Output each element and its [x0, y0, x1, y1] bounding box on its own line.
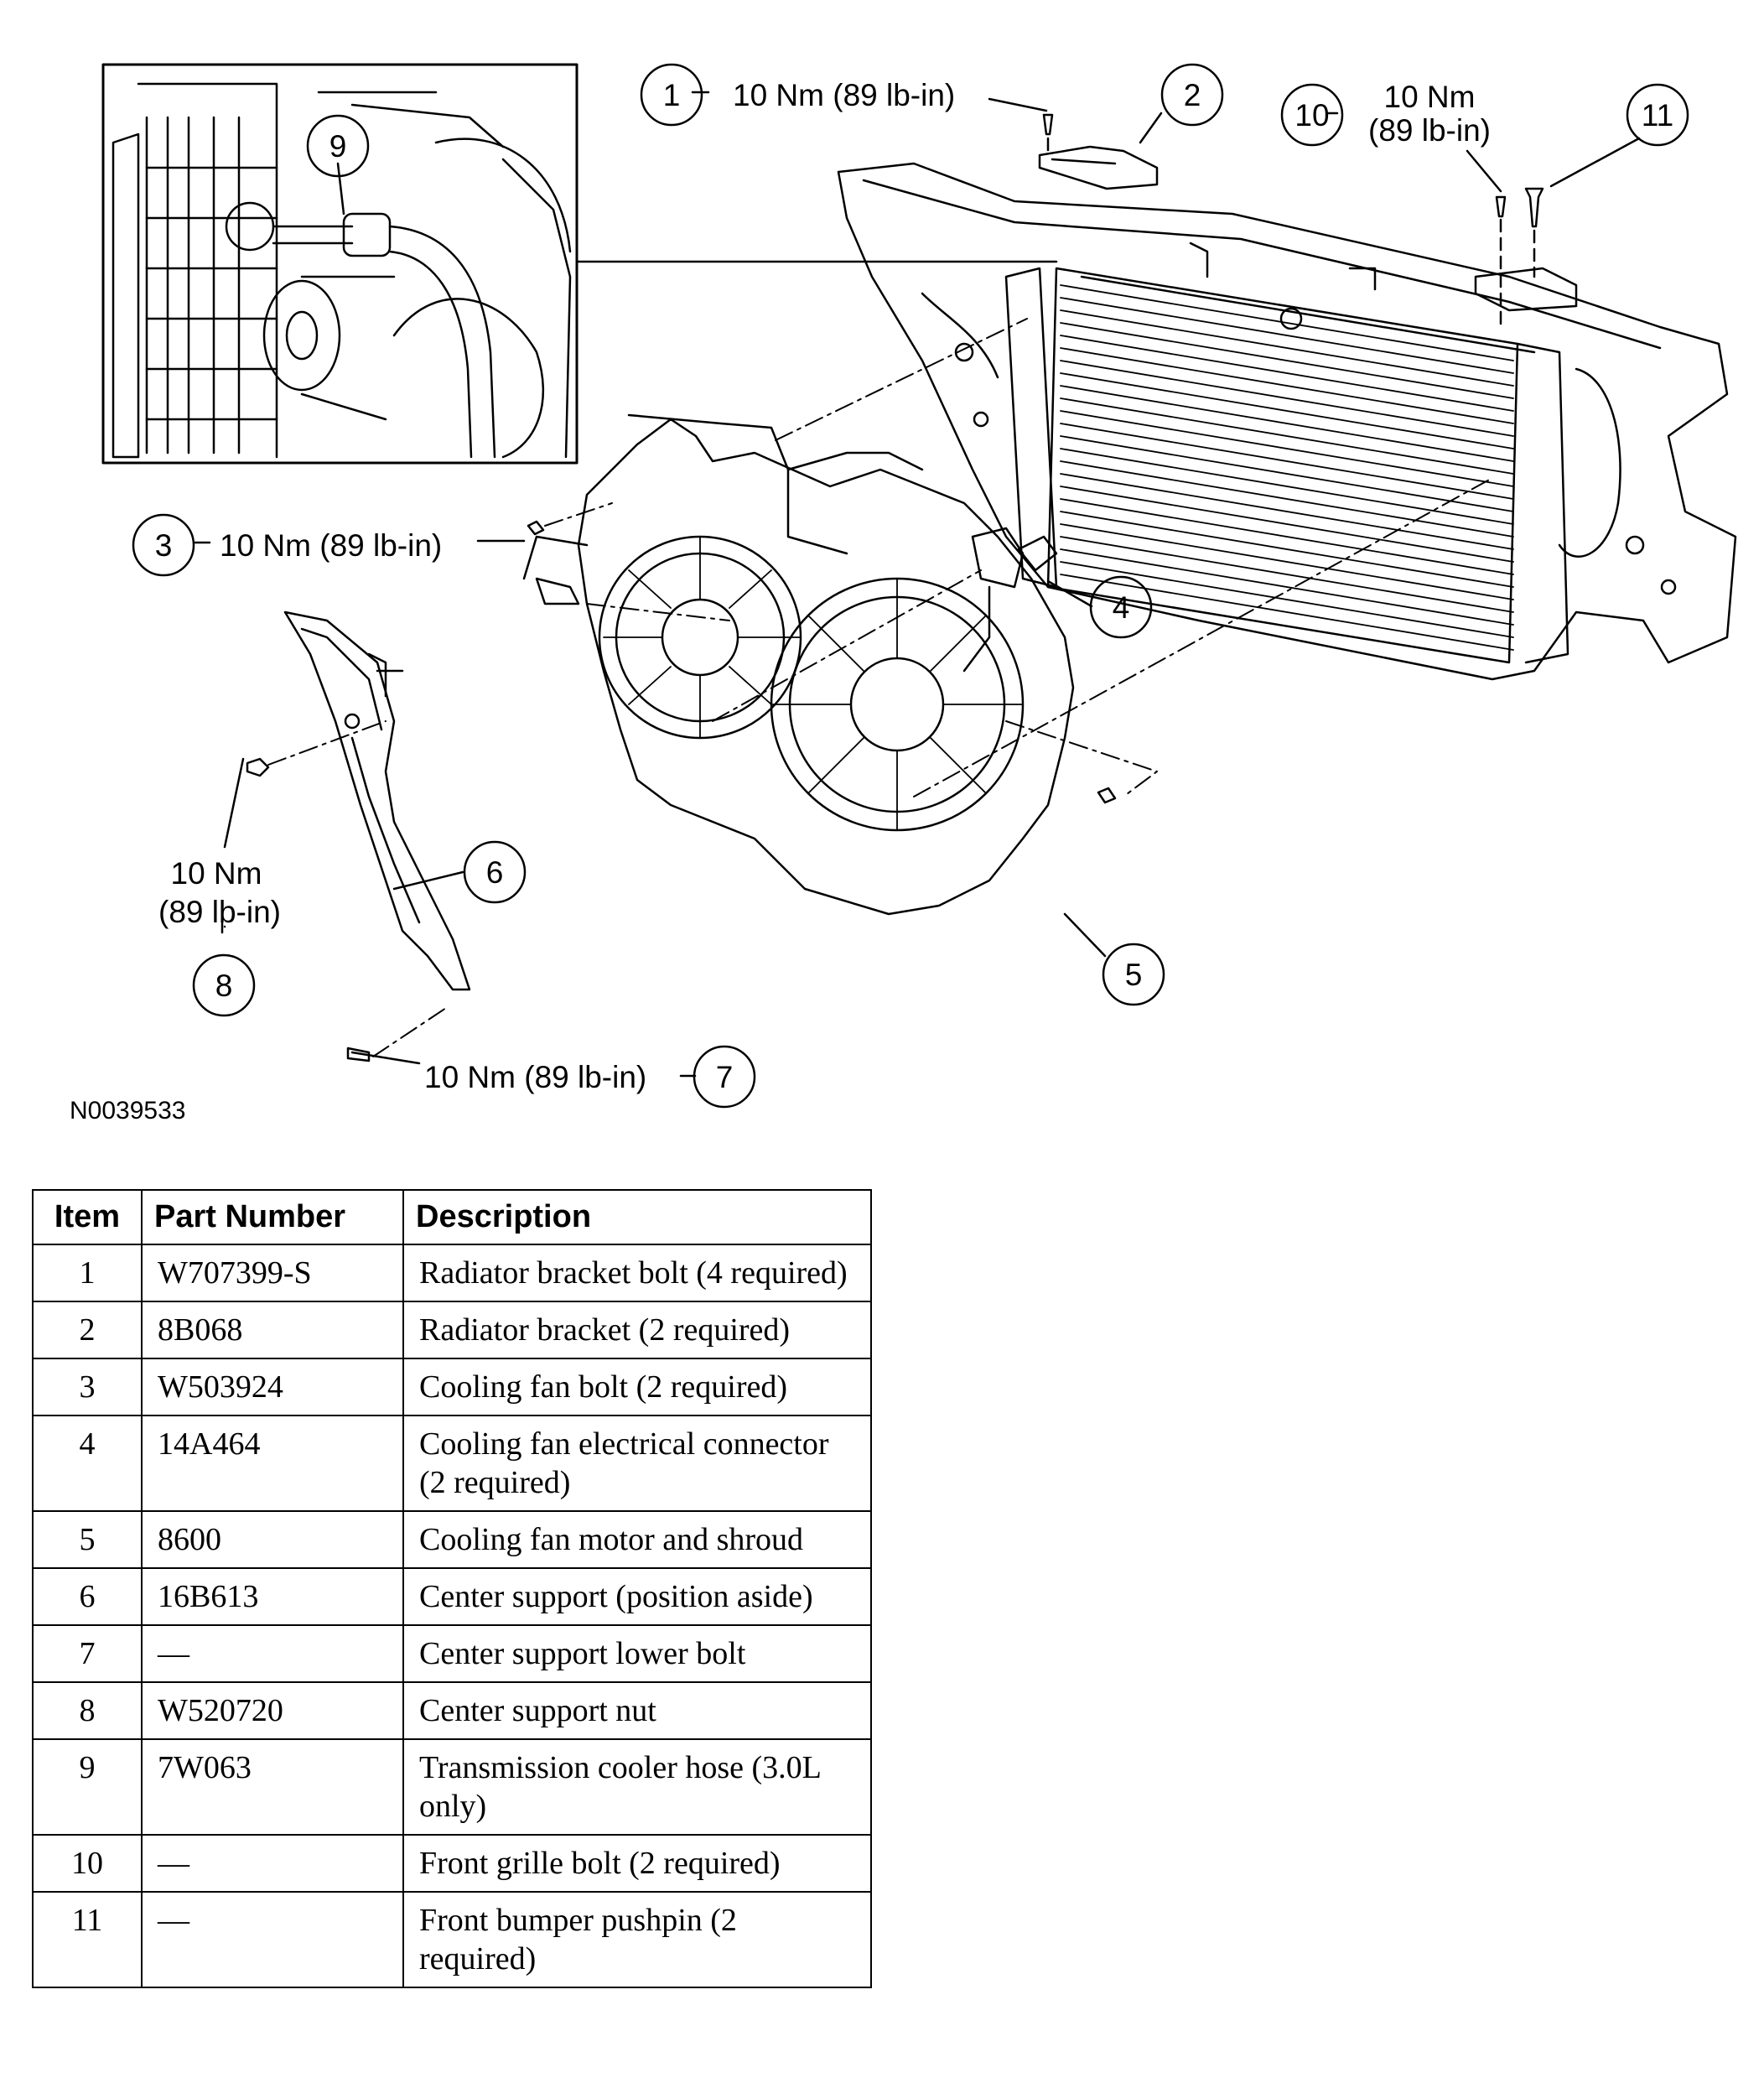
cell-item: 7 [32, 1624, 143, 1683]
callout-1-number: 1 [663, 78, 681, 112]
exploded-view-diagram: 1 2 3 4 5 6 7 8 9 10 11 10 Nm (89 lb-in)… [70, 63, 1737, 1125]
cooling-fan-bolt [527, 520, 545, 536]
grille-bracket [1474, 267, 1578, 312]
center-support-nut [246, 757, 270, 777]
cell-description: Center support nut [402, 1681, 872, 1740]
front-bumper-pushpin [1524, 187, 1544, 228]
callout-7-torque: 10 Nm (89 lb-in) [424, 1060, 646, 1094]
table-row: 4 14A464 Cooling fan electrical connecto… [32, 1415, 872, 1512]
table-row: 1 W707399-S Radiator bracket bolt (4 req… [32, 1244, 872, 1302]
callout-8-torque-line1: 10 Nm [171, 856, 262, 891]
cell-description: Center support (position aside) [402, 1567, 872, 1626]
table-row: 9 7W063 Transmission cooler hose (3.0L o… [32, 1738, 872, 1836]
cell-part-number: W707399-S [141, 1244, 404, 1302]
radiator-bracket [1038, 145, 1159, 190]
radiator-support-assembly [837, 162, 1737, 681]
callout-5-number: 5 [1125, 958, 1143, 992]
callout-4-number: 4 [1113, 590, 1130, 625]
cooling-fan-bolt-2 [1097, 787, 1117, 804]
callout-10-torque-line2: (89 lb-in) [1368, 113, 1491, 148]
cell-description: Center support lower bolt [402, 1624, 872, 1683]
cell-description: Front bumper pushpin (2 required) [402, 1891, 872, 1988]
callout-11-number: 11 [1642, 98, 1673, 132]
cell-item: 11 [32, 1891, 143, 1988]
table-row: 5 8600 Cooling fan motor and shroud [32, 1510, 872, 1569]
callout-7-number: 7 [716, 1060, 734, 1094]
cell-part-number: 7W063 [141, 1738, 404, 1836]
cell-part-number: 14A464 [141, 1415, 404, 1512]
radiator-bracket-bolt [1042, 113, 1054, 136]
table-row: 10 — Front grille bolt (2 required) [32, 1834, 872, 1893]
table-header-row: Item Part Number Description [32, 1189, 872, 1245]
table-row: 7 — Center support lower bolt [32, 1624, 872, 1683]
cell-part-number: W503924 [141, 1358, 404, 1416]
callout-leaders [194, 91, 1641, 1078]
cell-item: 5 [32, 1510, 143, 1569]
detail-inset [101, 63, 578, 465]
callout-8-torque-line2: (89 lb-in) [158, 895, 281, 929]
alignment-lines [267, 318, 1493, 1057]
cell-item: 8 [32, 1681, 143, 1740]
center-support-lower-bolt [346, 1047, 371, 1062]
center-support [283, 610, 471, 991]
cell-part-number: 16B613 [141, 1567, 404, 1626]
cooling-fan-electrical-connector [1017, 535, 1058, 572]
header-item: Item [32, 1189, 143, 1245]
callout-1-torque: 10 Nm (89 lb-in) [733, 78, 955, 112]
callout-3-torque: 10 Nm (89 lb-in) [220, 528, 442, 563]
cell-description: Cooling fan bolt (2 required) [402, 1358, 872, 1416]
cell-description: Front grille bolt (2 required) [402, 1834, 872, 1893]
cell-part-number: — [141, 1624, 404, 1683]
cooling-fan-shroud [522, 413, 1075, 916]
table-row: 3 W503924 Cooling fan bolt (2 required) [32, 1358, 872, 1416]
cell-item: 4 [32, 1415, 143, 1512]
cell-item: 10 [32, 1834, 143, 1893]
parts-table: Item Part Number Description 1 W707399-S… [32, 1189, 872, 1988]
header-description: Description [402, 1189, 872, 1245]
callout-circles [132, 63, 1689, 1109]
table-row: 8 W520720 Center support nut [32, 1681, 872, 1740]
cell-item: 3 [32, 1358, 143, 1416]
callout-9-number: 9 [329, 129, 347, 164]
cell-item: 1 [32, 1244, 143, 1302]
cell-part-number: 8B068 [141, 1301, 404, 1359]
header-part-number: Part Number [141, 1189, 404, 1245]
cell-description: Cooling fan electrical connector (2 requ… [402, 1415, 872, 1512]
table-row: 6 16B613 Center support (position aside) [32, 1567, 872, 1626]
callout-10-number: 10 [1294, 98, 1329, 132]
callout-8-number: 8 [215, 969, 233, 1003]
callout-6-number: 6 [486, 855, 504, 890]
cell-part-number: W520720 [141, 1681, 404, 1740]
cell-part-number: — [141, 1834, 404, 1893]
callout-2-number: 2 [1184, 78, 1201, 112]
front-grille-bolt [1495, 195, 1507, 218]
table-row: 2 8B068 Radiator bracket (2 required) [32, 1301, 872, 1359]
cell-description: Transmission cooler hose (3.0L only) [402, 1738, 872, 1836]
cell-description: Radiator bracket bolt (4 required) [402, 1244, 872, 1302]
cell-item: 6 [32, 1567, 143, 1626]
cell-item: 2 [32, 1301, 143, 1359]
cooling-fan-connector-left [535, 577, 580, 605]
cell-part-number: 8600 [141, 1510, 404, 1569]
figure-id: N0039533 [70, 1097, 185, 1125]
cell-part-number: — [141, 1891, 404, 1988]
callout-10-torque-line1: 10 Nm [1384, 80, 1476, 114]
cell-item: 9 [32, 1738, 143, 1836]
cell-description: Cooling fan motor and shroud [402, 1510, 872, 1569]
callout-3-number: 3 [155, 528, 173, 563]
cell-description: Radiator bracket (2 required) [402, 1301, 872, 1359]
table-row: 11 — Front bumper pushpin (2 required) [32, 1891, 872, 1988]
